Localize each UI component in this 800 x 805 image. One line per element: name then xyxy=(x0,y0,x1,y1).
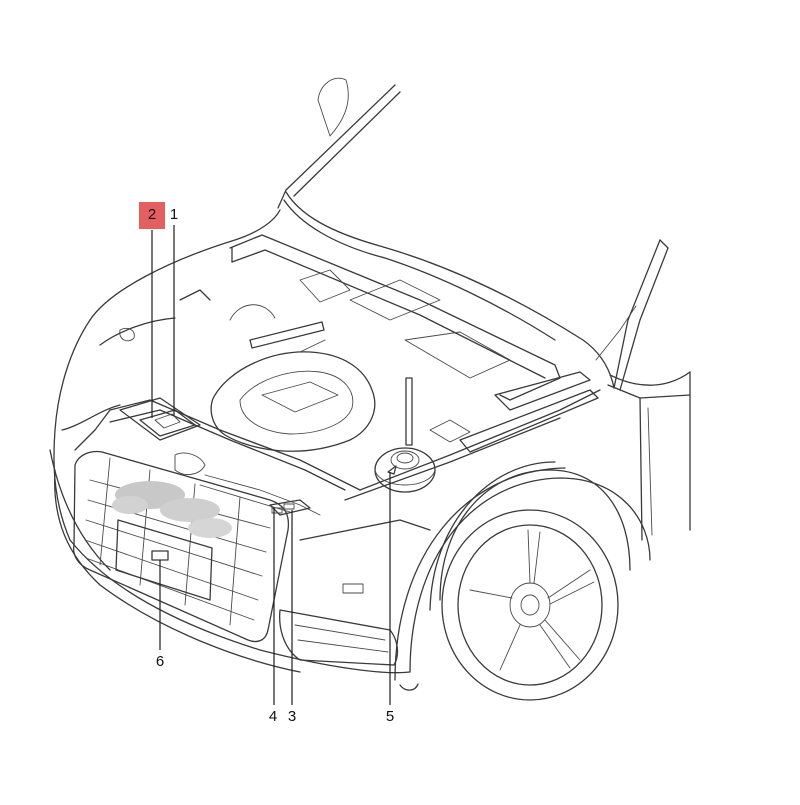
front-panel xyxy=(74,389,601,501)
callout-2-highlight xyxy=(139,202,165,229)
open-hood xyxy=(283,191,669,391)
right-fender xyxy=(607,371,691,541)
front-grille xyxy=(72,450,290,643)
callout-label-6: 6 xyxy=(155,653,165,670)
callout-label-4: 4 xyxy=(268,708,278,725)
windshield-frame xyxy=(277,77,401,209)
callout-label-5: 5 xyxy=(385,708,395,725)
wheel-arch xyxy=(394,467,651,691)
lower-intake xyxy=(279,519,431,666)
engine-cover xyxy=(210,339,376,452)
callout-label-1: 1 xyxy=(169,206,179,223)
leader-lines xyxy=(151,225,391,705)
callout-label-3: 3 xyxy=(287,708,297,725)
callout-label-2: 2 xyxy=(147,206,157,223)
body-outline xyxy=(49,209,411,674)
washer-fluid-cap xyxy=(374,419,471,493)
engine-bay-bars xyxy=(179,289,413,446)
cowl-panel xyxy=(229,234,599,453)
left-bay-components xyxy=(119,397,321,516)
blurred-logo xyxy=(112,481,232,538)
front-wheel xyxy=(429,461,631,701)
